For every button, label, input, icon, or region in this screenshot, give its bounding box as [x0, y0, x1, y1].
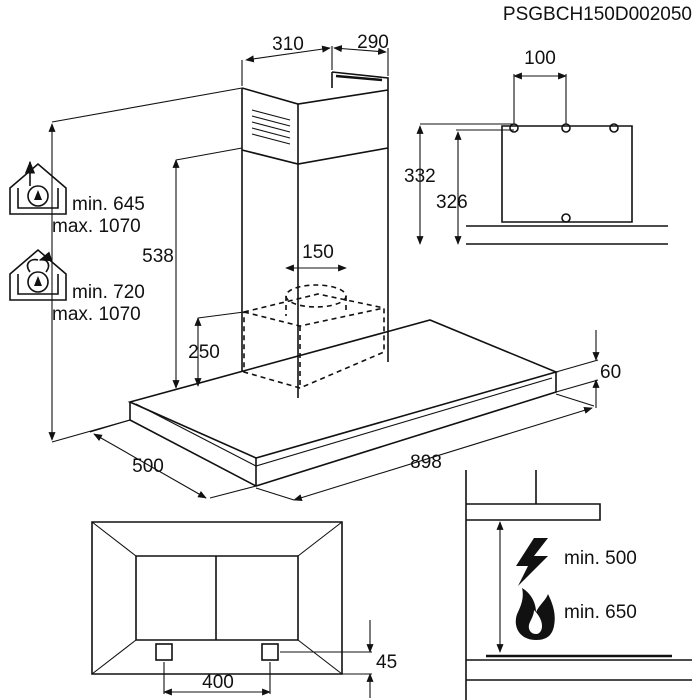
- electric-hob-icon: [516, 538, 548, 586]
- recirculation-max: max. 1070: [52, 304, 141, 325]
- lower-height-dimension: 250: [188, 311, 245, 387]
- product-code: PSGBCH150D002050: [503, 4, 692, 25]
- bracket-hole-spacing-100: 100: [524, 48, 556, 69]
- extraction-max: max. 1070: [52, 216, 141, 237]
- chimney-width-dimensions: 310 290: [241, 32, 389, 86]
- clearance-electric-min: min. 500: [564, 548, 637, 569]
- gas-flame-icon: [515, 588, 555, 640]
- duct-diameter-dimension: 150: [285, 242, 347, 272]
- chimney-depth-290: 290: [357, 32, 389, 53]
- chimney-width-310: 310: [272, 34, 304, 55]
- recirculation-mode-icon: [9, 248, 67, 301]
- bottom-spacing-400: 400: [202, 672, 234, 693]
- clearance-detail: [465, 470, 692, 700]
- hood-thickness-60: 60: [600, 362, 621, 383]
- clearance-gas-min: min. 650: [564, 602, 637, 623]
- bracket-detail: [416, 72, 668, 245]
- chimney-height-538: 538: [142, 246, 174, 267]
- duct-diameter-150: 150: [302, 242, 334, 263]
- hood-drawing: [127, 71, 559, 487]
- hood-width-898: 898: [410, 452, 442, 473]
- recirculation-min: min. 720: [72, 282, 145, 303]
- bracket-height-326: 326: [436, 192, 468, 213]
- hood-bottom-view: [91, 521, 374, 698]
- bracket-height-332: 332: [404, 166, 436, 187]
- chimney-height-dimension: 538: [142, 147, 243, 389]
- hood-thickness-dimension: 60: [555, 330, 621, 408]
- extraction-mode-icon: [9, 160, 67, 215]
- lower-height-250: 250: [188, 342, 220, 363]
- hood-depth-500: 500: [132, 456, 164, 477]
- hood-width-dimension: 898: [255, 393, 595, 502]
- hood-depth-dimension: 500: [89, 419, 257, 499]
- bottom-offset-45: 45: [376, 652, 397, 673]
- extraction-min: min. 645: [72, 194, 145, 215]
- vent-slots: [251, 109, 291, 145]
